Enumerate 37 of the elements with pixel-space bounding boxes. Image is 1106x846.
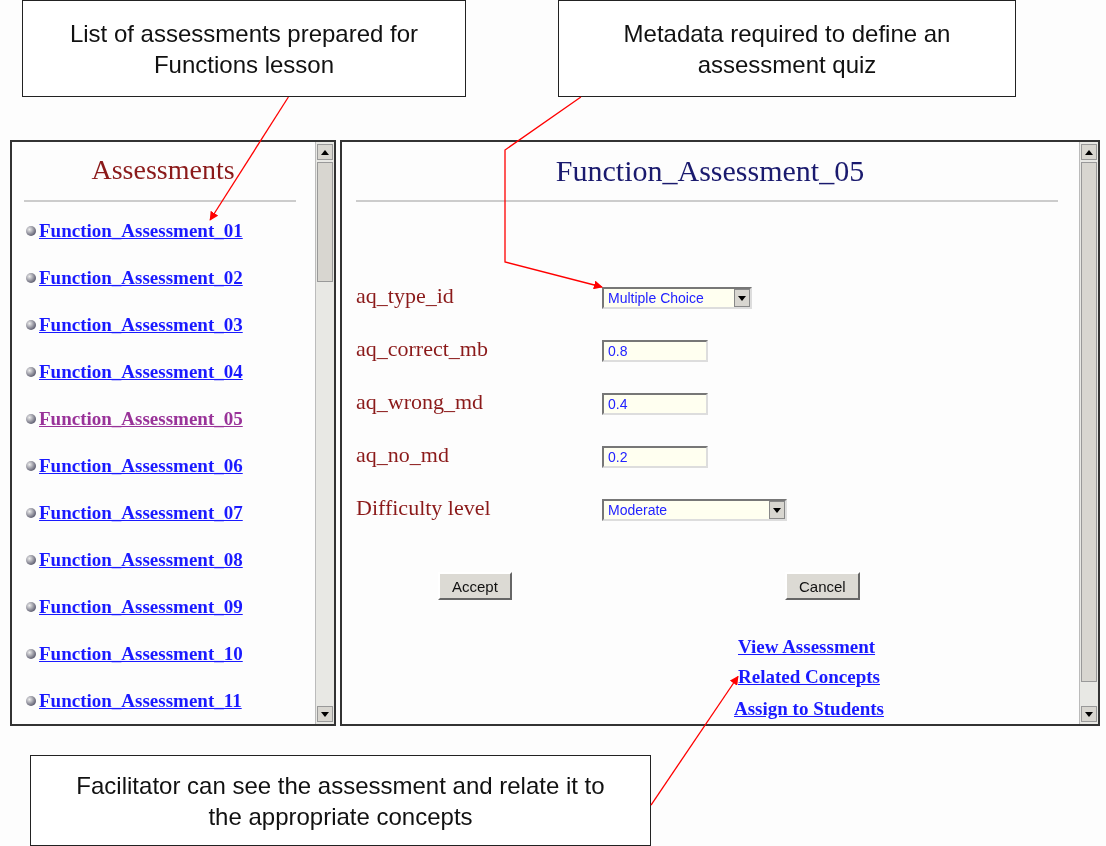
assessment-link: Function_Assessment_04 (39, 361, 243, 383)
arrow (504, 96, 603, 290)
field-label: aq_wrong_md (356, 389, 484, 415)
accept-button: Accept (438, 572, 512, 600)
field-label: aq_type_id (356, 283, 454, 309)
assessment-link: Function_Assessment_06 (39, 455, 243, 477)
assessment-link: Function_Assessment_05 (39, 408, 243, 430)
callout-text: List of assessments prepared for Functions lesson (68, 18, 420, 80)
assessment-link: Function_Assessment_01 (39, 220, 243, 242)
field-label: aq_no_md (356, 442, 449, 468)
related-link: Related Concepts (738, 666, 880, 687)
assessment-link: Function_Assessment_10 (39, 643, 243, 665)
assessment-link: Function_Assessment_11 (39, 690, 242, 712)
input-field: 0.2 (602, 446, 708, 468)
assessment-link: Function_Assessment_03 (39, 314, 243, 336)
assessment-link: Function_Assessment_02 (39, 267, 243, 289)
assessment-link: Function_Assessment_08 (39, 549, 243, 571)
callout-box (30, 755, 651, 846)
arrow (209, 96, 290, 221)
callout-box (22, 0, 466, 97)
panel-title: Function_Assessment_05 (555, 154, 865, 187)
assessment-link: Function_Assessment_07 (39, 502, 243, 524)
callout-text: Facilitator can see the assessment and relate it to the appropriate concepts (75, 770, 606, 832)
view-link: View Assessment (738, 636, 876, 657)
cancel-button: Cancel (785, 572, 860, 600)
dropdown-field: Moderate (602, 499, 787, 521)
panel-heading: Assessments (91, 154, 235, 185)
assign-link: Assign to Students (734, 698, 884, 719)
arrow (650, 675, 739, 806)
input-field: 0.4 (602, 393, 708, 415)
dropdown-field: Multiple Choice (602, 287, 752, 309)
callout-box (558, 0, 1016, 97)
field-label: Difficulty level (356, 495, 491, 521)
callout-text: Metadata required to define an assessment quiz (622, 18, 952, 80)
field-label: aq_correct_mb (356, 336, 488, 362)
input-field: 0.8 (602, 340, 708, 362)
assessment-link: Function_Assessment_09 (39, 596, 243, 618)
